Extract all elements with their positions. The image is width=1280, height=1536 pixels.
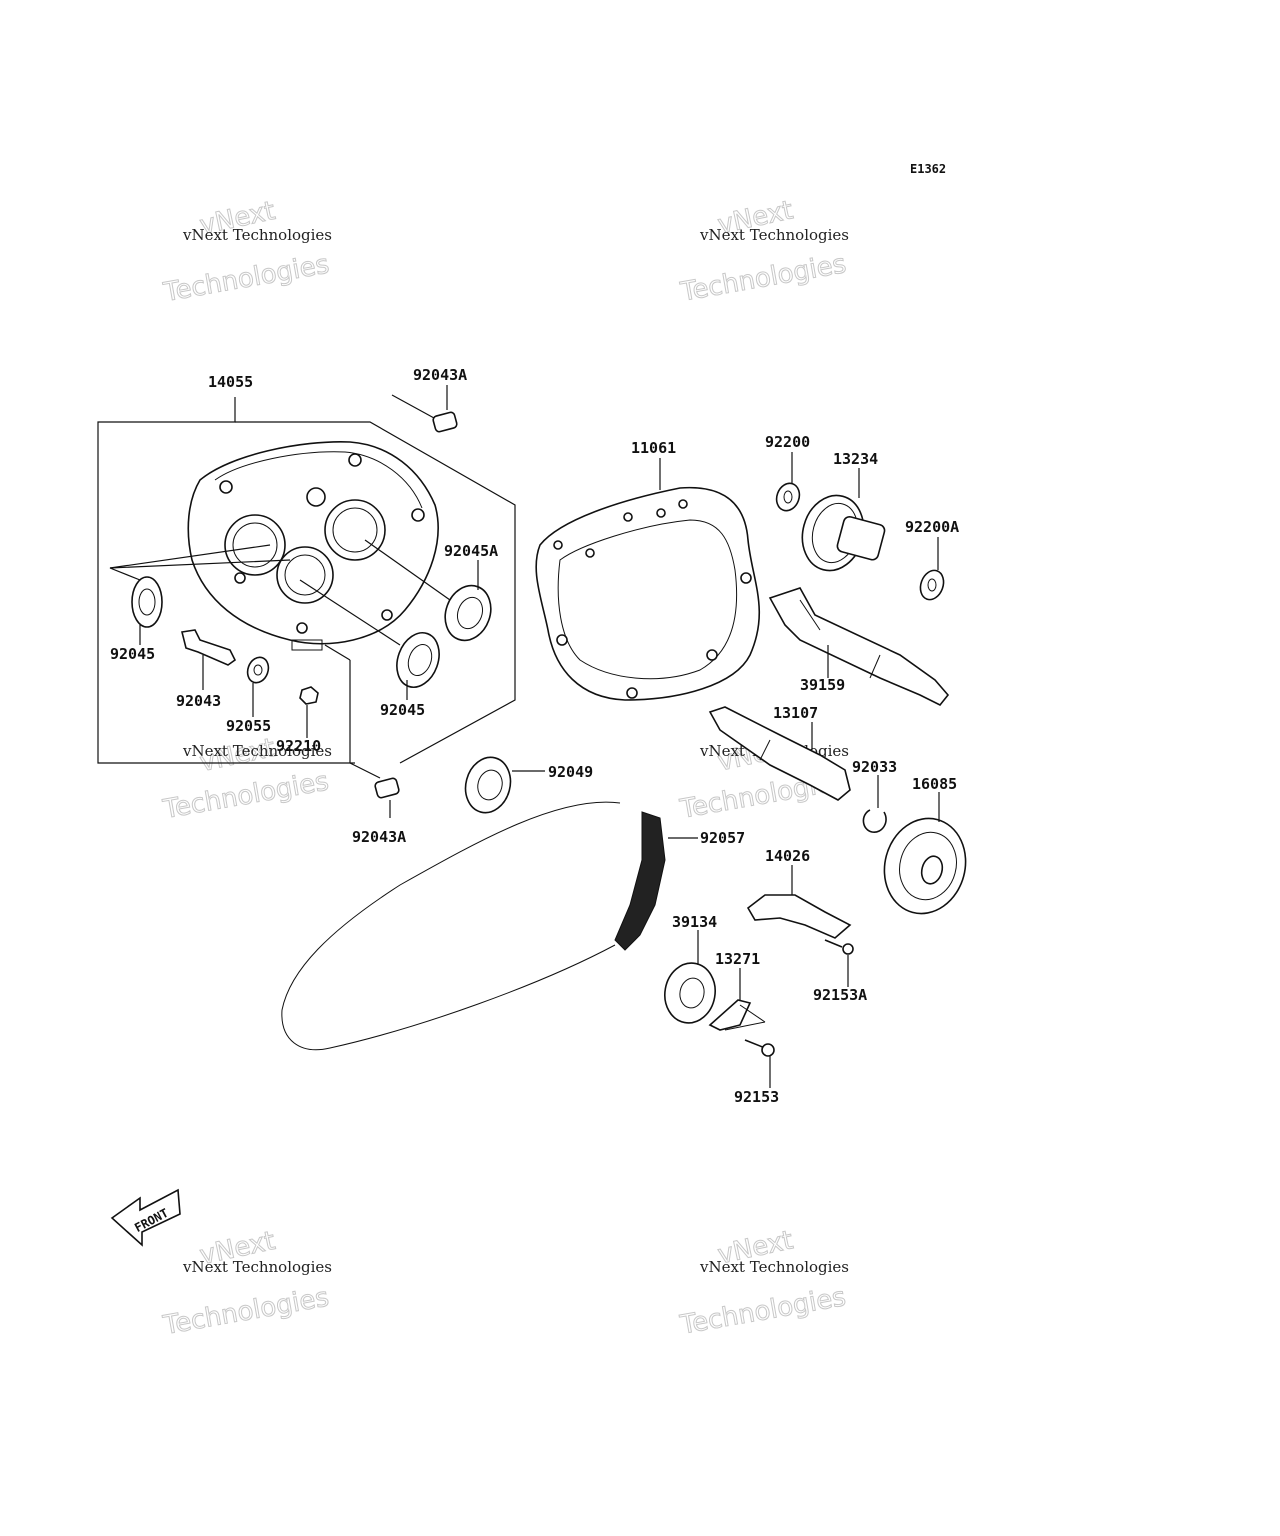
watermark-text: vNext Technologies [699,1258,849,1276]
label-92043A-top[interactable]: 92043A [413,366,467,384]
label-92200[interactable]: 92200 [765,433,810,451]
bolt-92153 [744,1039,775,1057]
chain-92057 [281,801,666,1051]
label-39134[interactable]: 39134 [672,913,717,931]
shaft-13107 [708,706,851,801]
label-13271[interactable]: 13271 [715,950,760,968]
oil-seal-92049 [464,756,512,814]
label-92043[interactable]: 92043 [176,692,221,710]
label-14055[interactable]: 14055 [208,373,253,391]
washer-92200 [775,482,801,512]
label-13234[interactable]: 13234 [833,450,878,468]
label-92033[interactable]: 92033 [852,758,897,776]
watermark-bottom-right: vNext vNext Technologies Technologies [677,1225,849,1342]
washer-92055 [246,656,270,684]
label-92045A[interactable]: 92045A [444,542,498,560]
label-92200A[interactable]: 92200A [905,518,959,536]
part-labels: 14055 92043A 11061 92200 13234 92200A 92… [110,366,959,1106]
label-13107[interactable]: 13107 [773,704,818,722]
watermark-text: Technologies [160,767,331,826]
label-92045-mid[interactable]: 92045 [380,701,425,719]
label-92055[interactable]: 92055 [226,717,271,735]
bearing-92045-mid [396,632,440,688]
watermark-text: Technologies [677,1282,848,1341]
bolt-92043 [181,629,237,666]
sprocket-39134 [664,962,716,1024]
watermark-text: Technologies [160,1282,331,1341]
label-14026[interactable]: 14026 [765,847,810,865]
gear-16085 [883,817,967,915]
label-92210[interactable]: 92210 [276,737,321,755]
label-39159[interactable]: 39159 [800,676,845,694]
snap-ring-92033 [862,809,887,833]
nut-92210 [299,686,319,705]
crankcase-cover-14055 [187,441,439,651]
watermark-text: vNext Technologies [699,226,849,244]
bearing-92045-left [131,576,163,628]
guide-14026 [746,894,852,939]
label-92045-left[interactable]: 92045 [110,645,155,663]
assembly-bracket [97,397,516,764]
front-arrow-icon: FRONT [110,1188,181,1247]
watermark-text: Technologies [678,249,849,308]
gasket-11061 [535,486,761,701]
watermark-top-left: vNext vNext Technologies Technologies [160,195,332,308]
label-92153A[interactable]: 92153A [813,986,867,1004]
watermark-bottom-left: vNext vNext Technologies Technologies [160,1225,332,1341]
watermark-text: vNext Technologies [182,1258,332,1276]
label-92057[interactable]: 92057 [700,829,745,847]
diagram-code: E1362 [910,162,946,176]
gear-13234 [801,494,886,572]
watermark-text: vNext Technologies [182,226,332,244]
plate-13271 [708,999,766,1031]
dowel-pin-92043A-top [432,411,458,433]
bearing-92045A [444,584,492,642]
label-92043A-bottom[interactable]: 92043A [352,828,406,846]
bolt-92153A [824,939,854,955]
watermark-text: vNext Technologies [182,742,332,760]
label-16085[interactable]: 16085 [912,775,957,793]
shaft-39159 [768,587,950,707]
watermark-text: Technologies [161,249,332,308]
washer-92200A [919,569,945,601]
dowel-pin-92043A-bottom [374,777,400,799]
label-92153[interactable]: 92153 [734,1088,779,1106]
label-11061[interactable]: 11061 [631,439,676,457]
label-92049[interactable]: 92049 [548,763,593,781]
watermark-top-right: vNext vNext Technologies Technologies [677,195,849,309]
